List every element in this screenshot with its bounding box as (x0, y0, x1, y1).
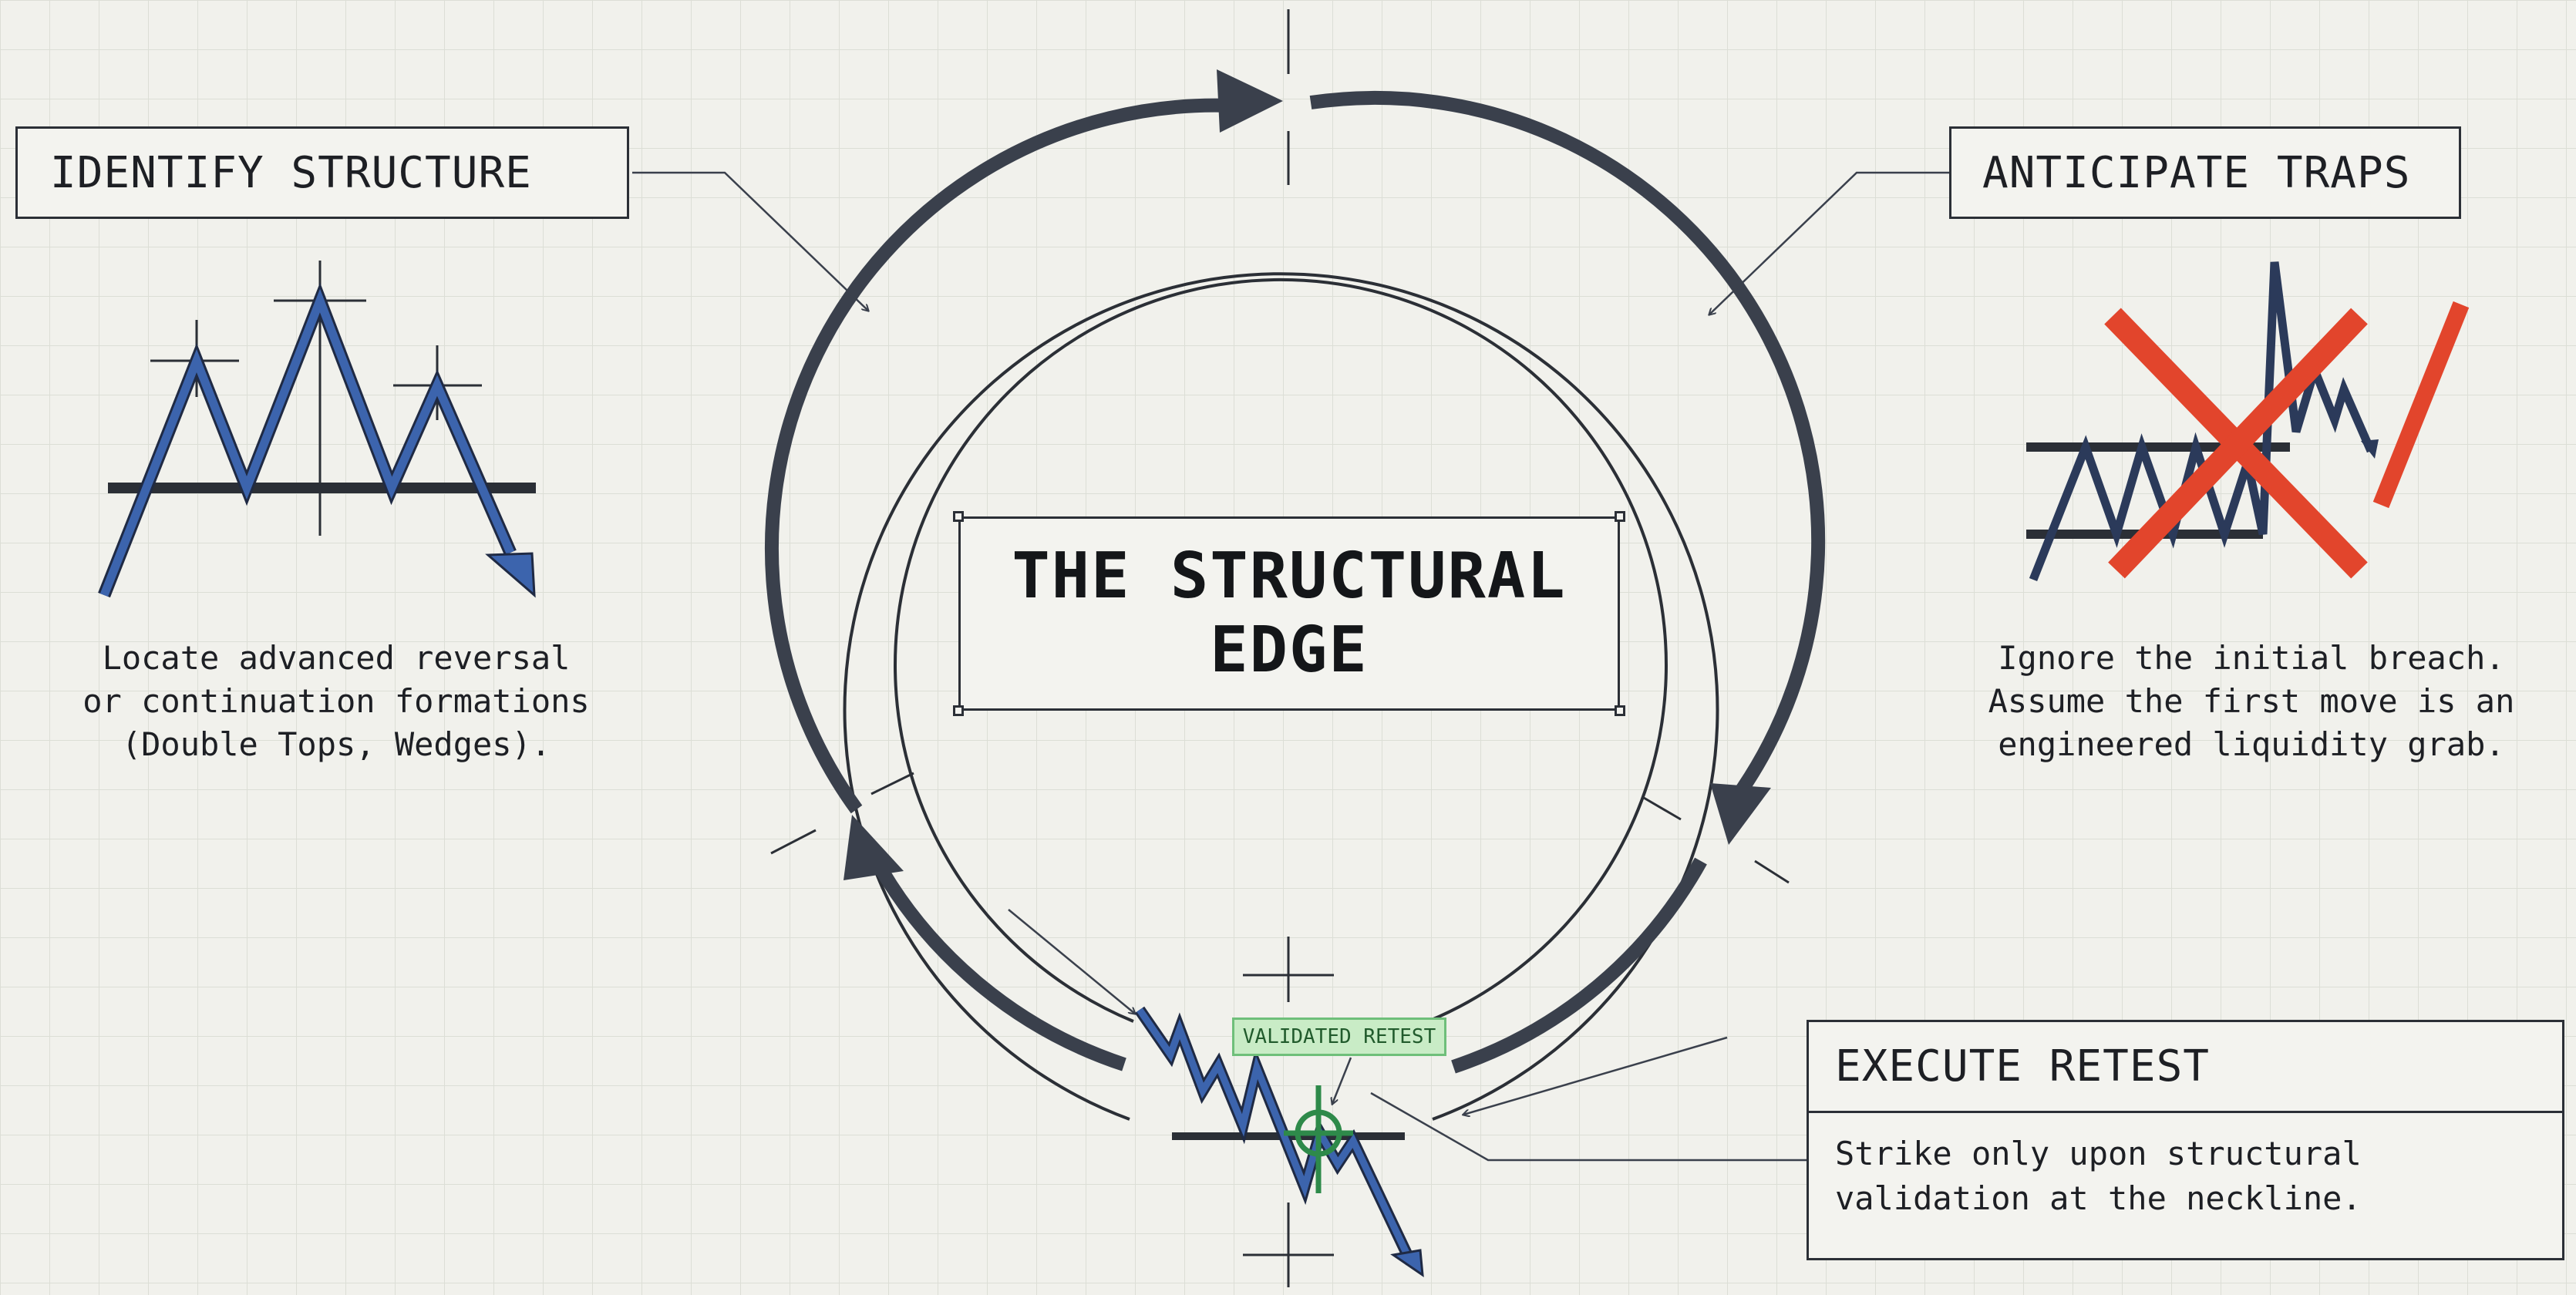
identify-structure-title: IDENTIFY STRUCTURE (50, 147, 532, 198)
center-title-line-2: EDGE (1210, 614, 1369, 687)
ring-crosshairs (770, 9, 1790, 1287)
execute-retest-header: EXECUTE RETEST (1809, 1022, 2562, 1113)
pointer-identify (632, 171, 868, 311)
selection-handle (1615, 705, 1625, 716)
execute-retest-card: EXECUTE RETEST Strike only upon structur… (1807, 1020, 2564, 1260)
execute-retest-description: Strike only upon structural validation a… (1809, 1113, 2562, 1221)
target-reticle-icon (1284, 1085, 1353, 1193)
trap-arrowhead-icon (2361, 439, 2379, 459)
pointer-lines (632, 171, 1949, 1162)
description-line: Ignore the initial breach. (1998, 639, 2505, 677)
selection-handle (953, 705, 964, 716)
validated-retest-tag: VALIDATED RETEST (1232, 1018, 1446, 1056)
cycle-arrows (764, 90, 1826, 1074)
arc-bottom-right (1451, 857, 1707, 1074)
pointer-in-right (1463, 1036, 1728, 1115)
identify-structure-label: IDENTIFY STRUCTURE (15, 126, 629, 219)
selection-handle (953, 511, 964, 522)
pointer-in-left (1008, 909, 1135, 1014)
description-line: validation at the neckline. (1835, 1179, 2362, 1217)
center-title-line-1: THE STRUCTURAL (1012, 540, 1567, 613)
arrowhead-left-icon (844, 815, 904, 880)
description-line: Strike only upon structural (1835, 1135, 2362, 1172)
pointer-execute (1370, 1092, 1807, 1162)
arc-top-left (764, 98, 1231, 814)
trap-pattern (2026, 261, 2470, 582)
arc-top-right (1309, 90, 1826, 800)
arc-bottom-left (861, 842, 1126, 1071)
center-title-box: THE STRUCTURAL EDGE (958, 516, 1620, 711)
anticipate-traps-title: ANTICIPATE TRAPS (1982, 147, 2411, 198)
description-line: (Double Tops, Wedges). (121, 725, 551, 763)
description-line: Locate advanced reversal (102, 639, 571, 677)
execute-retest-title: EXECUTE RETEST (1835, 1041, 2211, 1092)
description-line: or continuation formations (82, 682, 590, 720)
down-arrowhead-icon (485, 552, 536, 598)
arrowhead-top-icon (1217, 69, 1283, 133)
description-line: engineered liquidity grab. (1998, 725, 2505, 763)
anticipate-traps-label: ANTICIPATE TRAPS (1949, 126, 2461, 219)
cycle-arrowheads (844, 69, 1771, 880)
selection-handle (1615, 511, 1625, 522)
pointer-anticipate (1709, 171, 1949, 314)
description-line: Assume the first move is an (1988, 682, 2515, 720)
identify-structure-description: Locate advanced reversal or continuation… (66, 637, 606, 766)
retest-pattern (1134, 1006, 1424, 1278)
cross-out-icon (2104, 308, 2368, 579)
arrowhead-right-icon (1710, 783, 1771, 845)
triple-top-pattern (98, 261, 536, 598)
tag-pointer (1332, 1057, 1352, 1104)
anticipate-traps-description: Ignore the initial breach. Assume the fi… (1951, 637, 2552, 766)
retest-arrowhead-icon (1390, 1249, 1424, 1278)
slash-mark-icon (2372, 301, 2470, 509)
